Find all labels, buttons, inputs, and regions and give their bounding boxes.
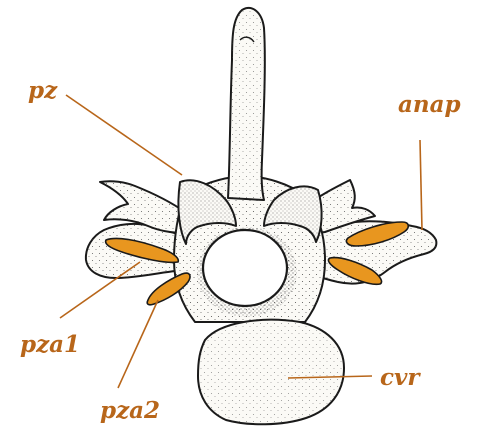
centrum: [198, 320, 344, 425]
label-cvr: cvr: [380, 364, 421, 391]
label-pza1: pza1: [20, 331, 80, 358]
vertebral-canal: [197, 227, 297, 317]
label-pza2: pza2: [100, 397, 160, 424]
spinous-process: [228, 8, 265, 200]
pza2-leader-line: [118, 300, 158, 388]
anap-leader-line: [420, 140, 422, 230]
pz-leader-line: [66, 95, 182, 175]
label-anap: anap: [398, 91, 461, 118]
label-pz: pz: [28, 77, 58, 104]
